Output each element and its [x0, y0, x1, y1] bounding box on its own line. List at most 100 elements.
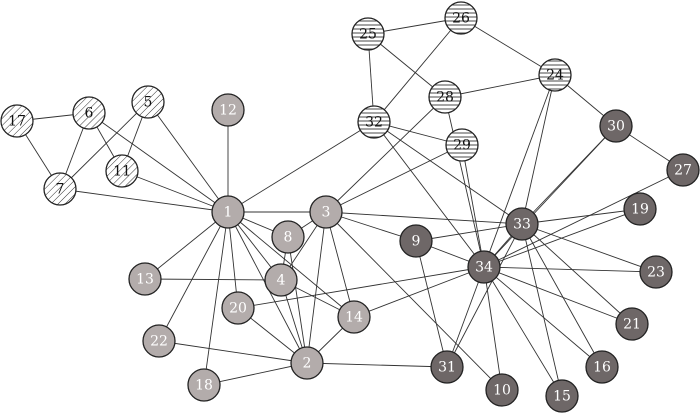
node-19: 19: [623, 192, 657, 226]
edge-1-5: [147, 101, 229, 213]
node-label-19: 19: [631, 202, 649, 218]
edge-5-7: [59, 101, 149, 190]
node-label-15: 15: [553, 389, 571, 405]
edge-2-3: [306, 211, 327, 364]
node-circle-15: [545, 379, 579, 413]
edge-20-34: [237, 266, 485, 309]
edge-21-34: [483, 266, 633, 325]
node-label-9: 9: [412, 234, 421, 250]
edge-2-8: [287, 236, 308, 364]
edge-29-34: [461, 144, 485, 268]
node-circle-19: [623, 192, 657, 226]
node-label-32: 32: [365, 115, 383, 131]
node-label-8: 8: [284, 230, 293, 246]
node-circle-12: [211, 93, 245, 127]
node-label-29: 29: [453, 138, 471, 154]
node-17: 17: [0, 104, 34, 138]
edge-24-28: [444, 74, 556, 98]
node-label-27: 27: [674, 163, 692, 179]
edge-3-29: [325, 144, 463, 213]
edge-layer: [16, 17, 684, 397]
node-label-12: 12: [219, 103, 237, 119]
node-23: 23: [639, 255, 673, 289]
node-34: 34: [467, 250, 501, 284]
edge-1-7: [59, 188, 229, 213]
edge-32-34: [373, 121, 485, 268]
node-circle-8: [271, 220, 305, 254]
node-3: 3: [309, 195, 343, 229]
edge-31-34: [446, 266, 485, 368]
edge-16-33: [521, 223, 603, 368]
node-13: 13: [128, 262, 162, 296]
node-7: 7: [43, 172, 77, 206]
node-label-22: 22: [150, 334, 168, 350]
edge-24-33: [521, 74, 556, 225]
node-16: 16: [585, 350, 619, 384]
node-circle-18: [187, 368, 221, 402]
node-21: 21: [615, 307, 649, 341]
node-label-30: 30: [607, 119, 625, 135]
edge-1-11: [121, 170, 229, 213]
node-28: 28: [428, 80, 462, 114]
node-label-16: 16: [593, 360, 611, 376]
edge-1-32: [227, 121, 375, 213]
edge-4-13: [144, 278, 282, 281]
edge-24-34: [483, 74, 556, 268]
node-circle-6: [72, 96, 106, 130]
node-27: 27: [666, 153, 700, 187]
edge-15-33: [521, 223, 563, 397]
node-circle-17: [0, 104, 34, 138]
node-circle-3: [309, 195, 343, 229]
node-label-24: 24: [546, 68, 564, 84]
node-4: 4: [264, 263, 298, 297]
edge-19-33: [521, 208, 641, 225]
edge-9-31: [415, 240, 448, 368]
node-circle-1: [211, 195, 245, 229]
node-label-23: 23: [647, 265, 665, 281]
edge-30-34: [483, 125, 617, 268]
node-29: 29: [445, 128, 479, 162]
edge-2-31: [306, 362, 448, 368]
edge-10-34: [483, 266, 503, 391]
node-32: 32: [357, 105, 391, 139]
node-circle-34: [467, 250, 501, 284]
node-25: 25: [351, 17, 385, 51]
node-label-7: 7: [56, 182, 65, 198]
edge-21-33: [521, 223, 633, 325]
node-18: 18: [187, 368, 221, 402]
edge-28-34: [444, 96, 485, 268]
node-circle-13: [128, 262, 162, 296]
node-circle-10: [485, 373, 519, 407]
node-label-21: 21: [623, 317, 641, 333]
edge-27-34: [483, 169, 684, 268]
edge-1-18: [203, 211, 229, 386]
node-label-4: 4: [277, 273, 286, 289]
node-circle-33: [505, 207, 539, 241]
node-label-2: 2: [303, 356, 312, 372]
node-label-26: 26: [452, 11, 470, 27]
node-label-20: 20: [229, 301, 247, 317]
node-label-33: 33: [513, 217, 531, 233]
node-circle-23: [639, 255, 673, 289]
node-circle-14: [337, 300, 371, 334]
node-circle-27: [666, 153, 700, 187]
node-10: 10: [485, 373, 519, 407]
node-5: 5: [131, 85, 165, 119]
node-circle-5: [131, 85, 165, 119]
node-circle-29: [445, 128, 479, 162]
node-30: 30: [599, 109, 633, 143]
edge-32-33: [373, 121, 523, 225]
node-15: 15: [545, 379, 579, 413]
node-circle-4: [264, 263, 298, 297]
node-circle-25: [351, 17, 385, 51]
edge-23-33: [521, 223, 657, 273]
node-circle-28: [428, 80, 462, 114]
node-label-5: 5: [144, 95, 153, 111]
node-label-18: 18: [195, 378, 213, 394]
node-label-25: 25: [359, 27, 377, 43]
node-circle-30: [599, 109, 633, 143]
node-31: 31: [430, 350, 464, 384]
node-circle-31: [430, 350, 464, 384]
edge-31-33: [446, 223, 523, 368]
